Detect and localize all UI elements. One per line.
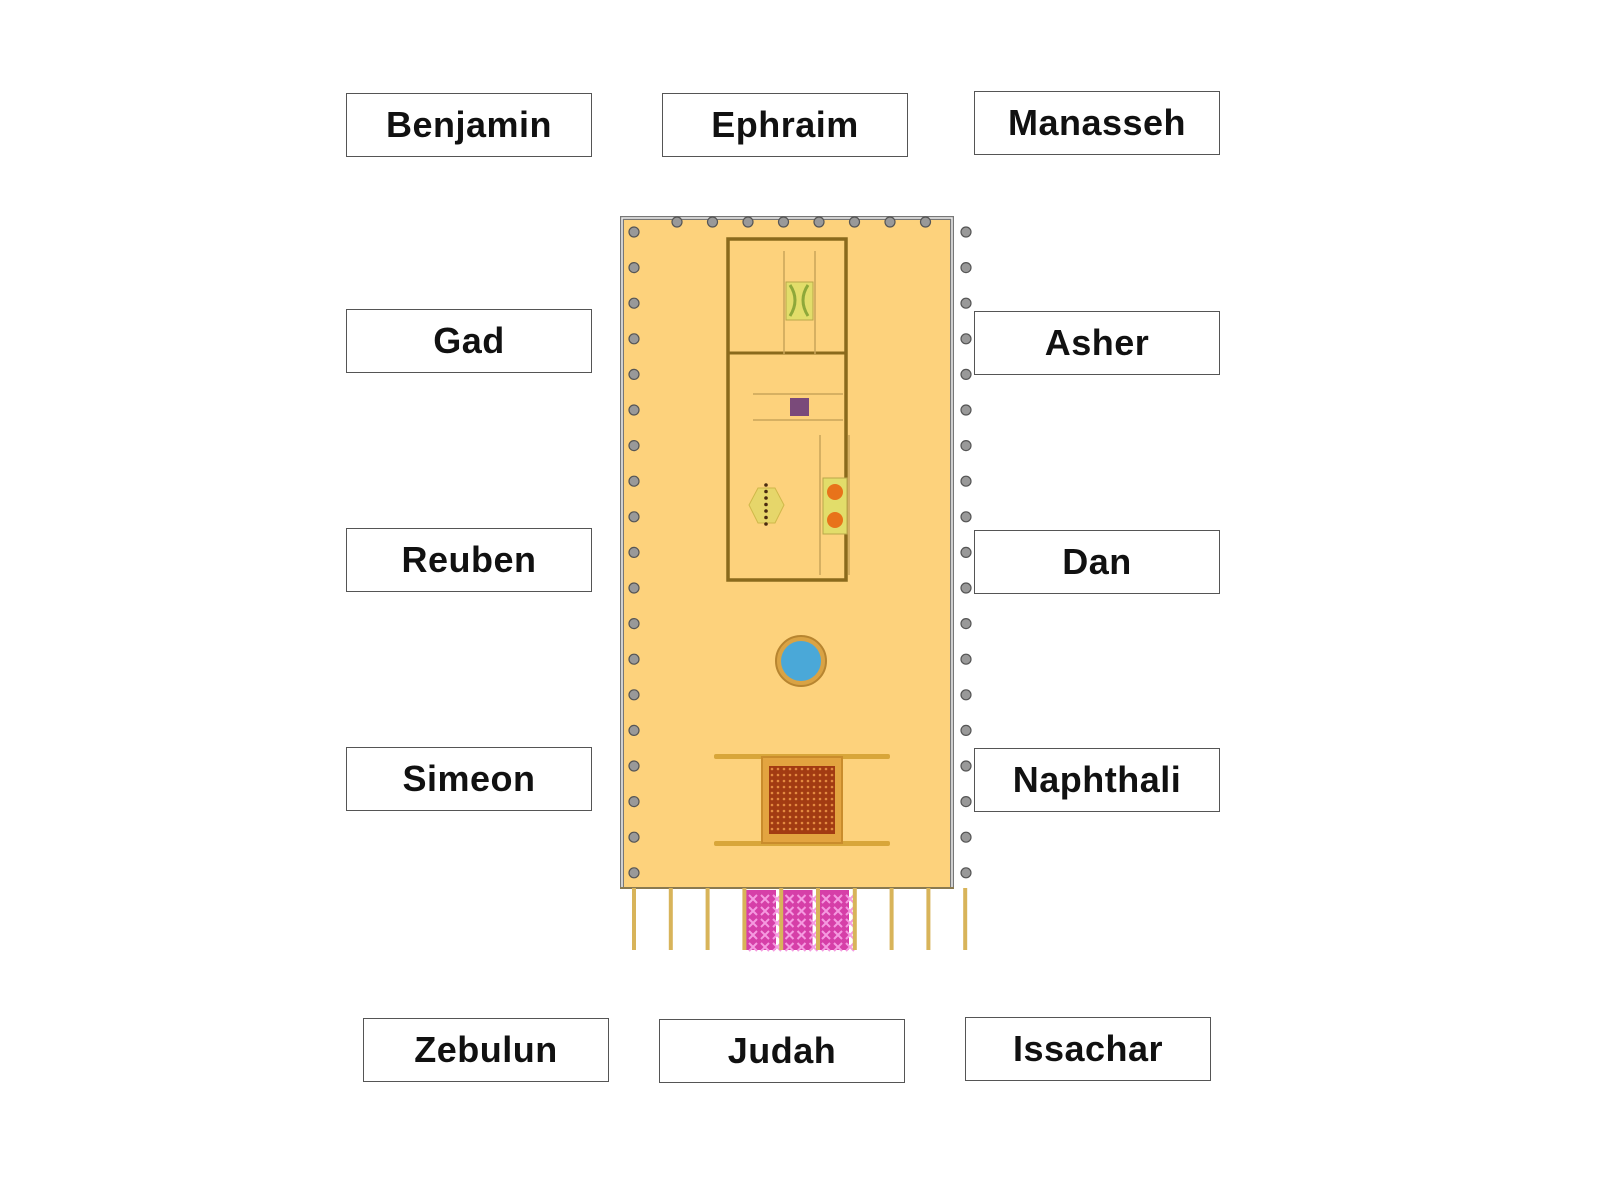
post: [960, 831, 972, 843]
tribe-label-judah[interactable]: Judah: [659, 1019, 905, 1083]
ark-of-covenant: [783, 251, 816, 354]
post: [960, 617, 972, 630]
post: [960, 404, 972, 416]
post: [884, 216, 896, 228]
post: [628, 226, 640, 238]
altar-of-incense: [753, 393, 843, 421]
tribe-label-issachar[interactable]: Issachar: [965, 1017, 1211, 1081]
post: [628, 867, 640, 879]
post: [628, 795, 640, 808]
post: [960, 475, 972, 487]
post: [960, 795, 972, 808]
post: [960, 333, 972, 345]
post: [742, 216, 754, 228]
post: [628, 333, 640, 345]
tribe-label-naphthali[interactable]: Naphthali: [974, 748, 1220, 812]
post: [628, 440, 640, 452]
post: [813, 216, 825, 228]
post: [960, 511, 972, 523]
tribe-label-gad[interactable]: Gad: [346, 309, 592, 373]
post: [960, 689, 972, 701]
fence-post: [742, 888, 747, 950]
courtyard-posts: [628, 216, 972, 879]
post: [960, 582, 972, 594]
post: [960, 297, 972, 309]
post: [848, 216, 861, 228]
post: [628, 617, 640, 630]
table-of-showbread: [819, 435, 850, 575]
post: [628, 368, 640, 380]
post: [960, 724, 972, 737]
post: [671, 216, 683, 228]
bronze-laver: [775, 635, 827, 687]
tribe-label-ephraim[interactable]: Ephraim: [662, 93, 908, 157]
post: [919, 216, 932, 228]
post: [628, 689, 640, 701]
post: [960, 546, 972, 559]
post: [960, 653, 972, 665]
bronze-altar: [714, 754, 890, 846]
fence-post: [668, 888, 673, 950]
post: [960, 760, 972, 772]
tabernacle-tent: [726, 237, 848, 582]
fence-post: [632, 888, 636, 950]
fence-post: [963, 888, 968, 950]
fence-post: [852, 888, 857, 950]
tribe-label-manasseh[interactable]: Manasseh: [974, 91, 1220, 155]
post: [960, 867, 972, 879]
post: [706, 216, 719, 228]
tribe-label-reuben[interactable]: Reuben: [346, 528, 592, 592]
courtyard-gate: [632, 888, 968, 952]
post: [628, 582, 640, 594]
post: [628, 653, 640, 665]
tribe-label-dan[interactable]: Dan: [974, 530, 1220, 594]
post: [628, 546, 640, 559]
post: [628, 475, 640, 487]
post: [960, 226, 972, 238]
fence-post: [816, 888, 820, 950]
post: [777, 216, 790, 228]
tribe-label-benjamin[interactable]: Benjamin: [346, 93, 592, 157]
post: [960, 440, 972, 452]
post: [960, 262, 972, 274]
post: [628, 404, 640, 416]
post: [628, 511, 640, 523]
fence-post: [926, 888, 931, 950]
post: [628, 724, 640, 737]
post: [628, 262, 640, 274]
post: [960, 368, 972, 380]
tribe-label-zebulun[interactable]: Zebulun: [363, 1018, 609, 1082]
fence-post: [779, 888, 784, 950]
fence-post: [705, 888, 710, 950]
post: [628, 831, 640, 843]
tribe-label-simeon[interactable]: Simeon: [346, 747, 592, 811]
lampstand: [748, 483, 785, 526]
post: [628, 760, 640, 772]
fence-post: [889, 888, 894, 950]
tribe-label-asher[interactable]: Asher: [974, 311, 1220, 375]
post: [628, 297, 640, 309]
